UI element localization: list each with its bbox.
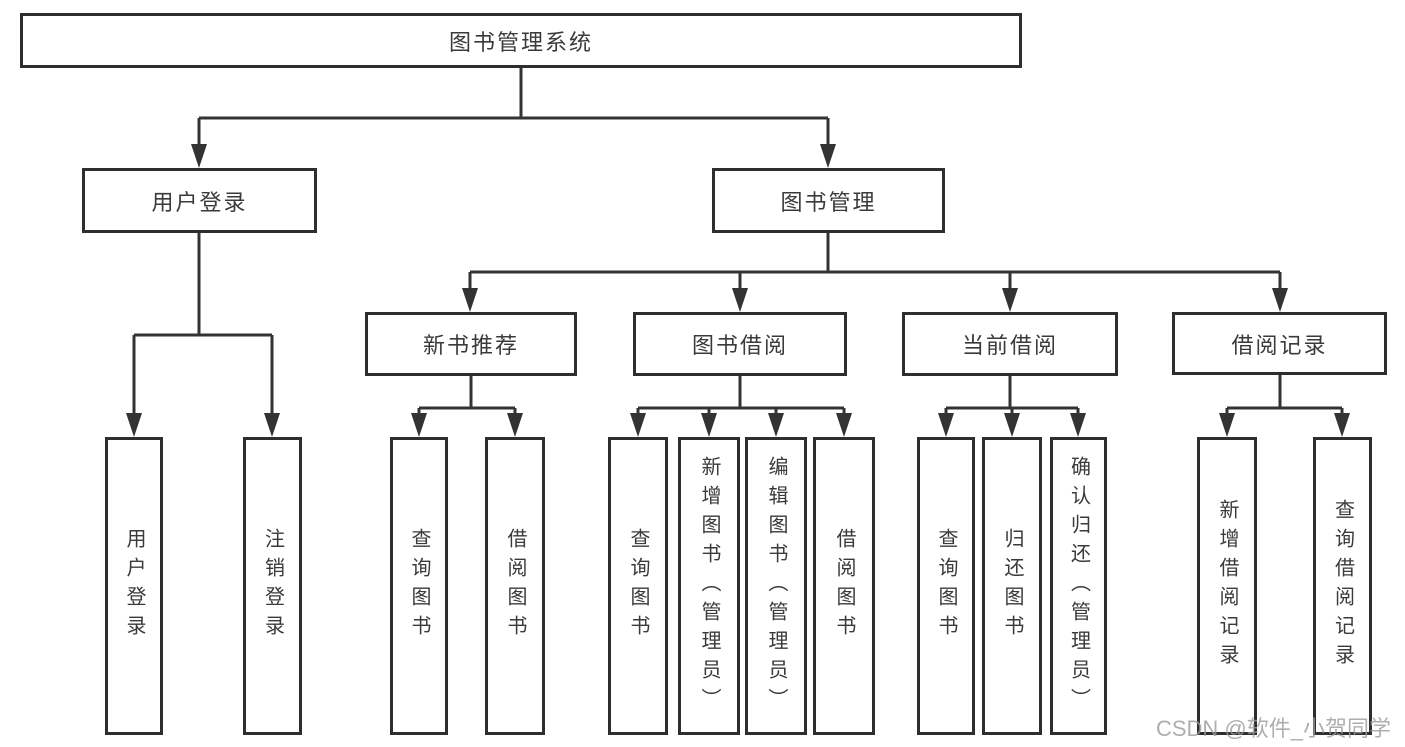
arrow-down-icon (1004, 413, 1020, 437)
arrow-down-icon (1070, 413, 1086, 437)
node-label: 注销登录 (261, 528, 284, 644)
arrow-down-icon (507, 413, 523, 437)
arrow-down-icon (126, 413, 142, 437)
node-label: 查询图书 (408, 528, 430, 644)
node-root: 图书管理系统 (20, 13, 1022, 68)
node-book-management: 图书管理 (712, 168, 945, 233)
node-logout-leaf: 注销登录 (243, 437, 302, 735)
node-rec-add-borrow-log: 新增借阅记录 (1197, 437, 1257, 735)
arrow-down-icon (820, 144, 836, 168)
node-rec-query-books: 查询图书 (390, 437, 448, 735)
node-label: 新增借阅记录 (1216, 499, 1238, 673)
node-label: 查询图书 (935, 528, 957, 644)
node-label: 用户登录 (151, 189, 248, 215)
node-label: 查询借阅记录 (1331, 499, 1354, 673)
node-cur-return-books: 归还图书 (982, 437, 1042, 735)
node-borrow-add-books: 新增图书（管理员） (678, 437, 740, 735)
arrow-down-icon (191, 144, 207, 168)
node-label: 新书推荐 (422, 333, 519, 358)
arrow-down-icon (1002, 288, 1018, 312)
arrow-down-icon (630, 413, 646, 437)
node-rec-query-borrow-log: 查询借阅记录 (1313, 437, 1372, 735)
arrow-down-icon (768, 413, 784, 437)
csdn-watermark: CSDN @软件_小贺同学 (1155, 716, 1391, 741)
node-label: 借阅记录 (1231, 332, 1328, 358)
node-user-login-branch: 用户登录 (82, 168, 317, 233)
arrow-down-icon (1219, 413, 1235, 437)
node-book-borrow: 图书借阅 (633, 312, 847, 376)
arrow-down-icon (701, 413, 717, 437)
node-rec-borrow-books: 借阅图书 (485, 437, 545, 735)
node-label: 图书管理 (780, 189, 877, 215)
arrow-down-icon (938, 413, 954, 437)
node-borrow-edit-books: 编辑图书（管理员） (745, 437, 807, 735)
node-label: 用户登录 (123, 528, 145, 644)
node-cur-confirm-return: 确认归还（管理员） (1050, 437, 1107, 735)
arrow-down-icon (411, 413, 427, 437)
node-label: 归还图书 (1001, 528, 1023, 644)
arrow-down-icon (462, 288, 478, 312)
node-current-borrow: 当前借阅 (902, 312, 1118, 376)
node-label: 当前借阅 (961, 333, 1058, 358)
node-cur-query-books: 查询图书 (917, 437, 975, 735)
node-borrow-records: 借阅记录 (1172, 312, 1387, 375)
node-label: 借阅图书 (833, 528, 855, 644)
node-new-book-recommend: 新书推荐 (365, 312, 577, 376)
node-borrow-borrow-books: 借阅图书 (813, 437, 875, 735)
node-label: 借阅图书 (504, 528, 526, 644)
node-label: 新增图书（管理员） (698, 455, 720, 717)
node-label: 图书借阅 (691, 333, 788, 358)
arrow-down-icon (836, 413, 852, 437)
arrow-down-icon (732, 288, 748, 312)
node-label: 确认归还（管理员） (1067, 455, 1090, 717)
node-label: 编辑图书（管理员） (765, 455, 787, 717)
arrow-down-icon (1272, 288, 1288, 312)
node-label: 图书管理系统 (448, 29, 593, 55)
arrow-down-icon (1334, 413, 1350, 437)
node-borrow-query-books: 查询图书 (608, 437, 668, 735)
node-label: 查询图书 (627, 528, 649, 644)
node-user-login-leaf: 用户登录 (105, 437, 163, 735)
arrow-down-icon (264, 413, 280, 437)
